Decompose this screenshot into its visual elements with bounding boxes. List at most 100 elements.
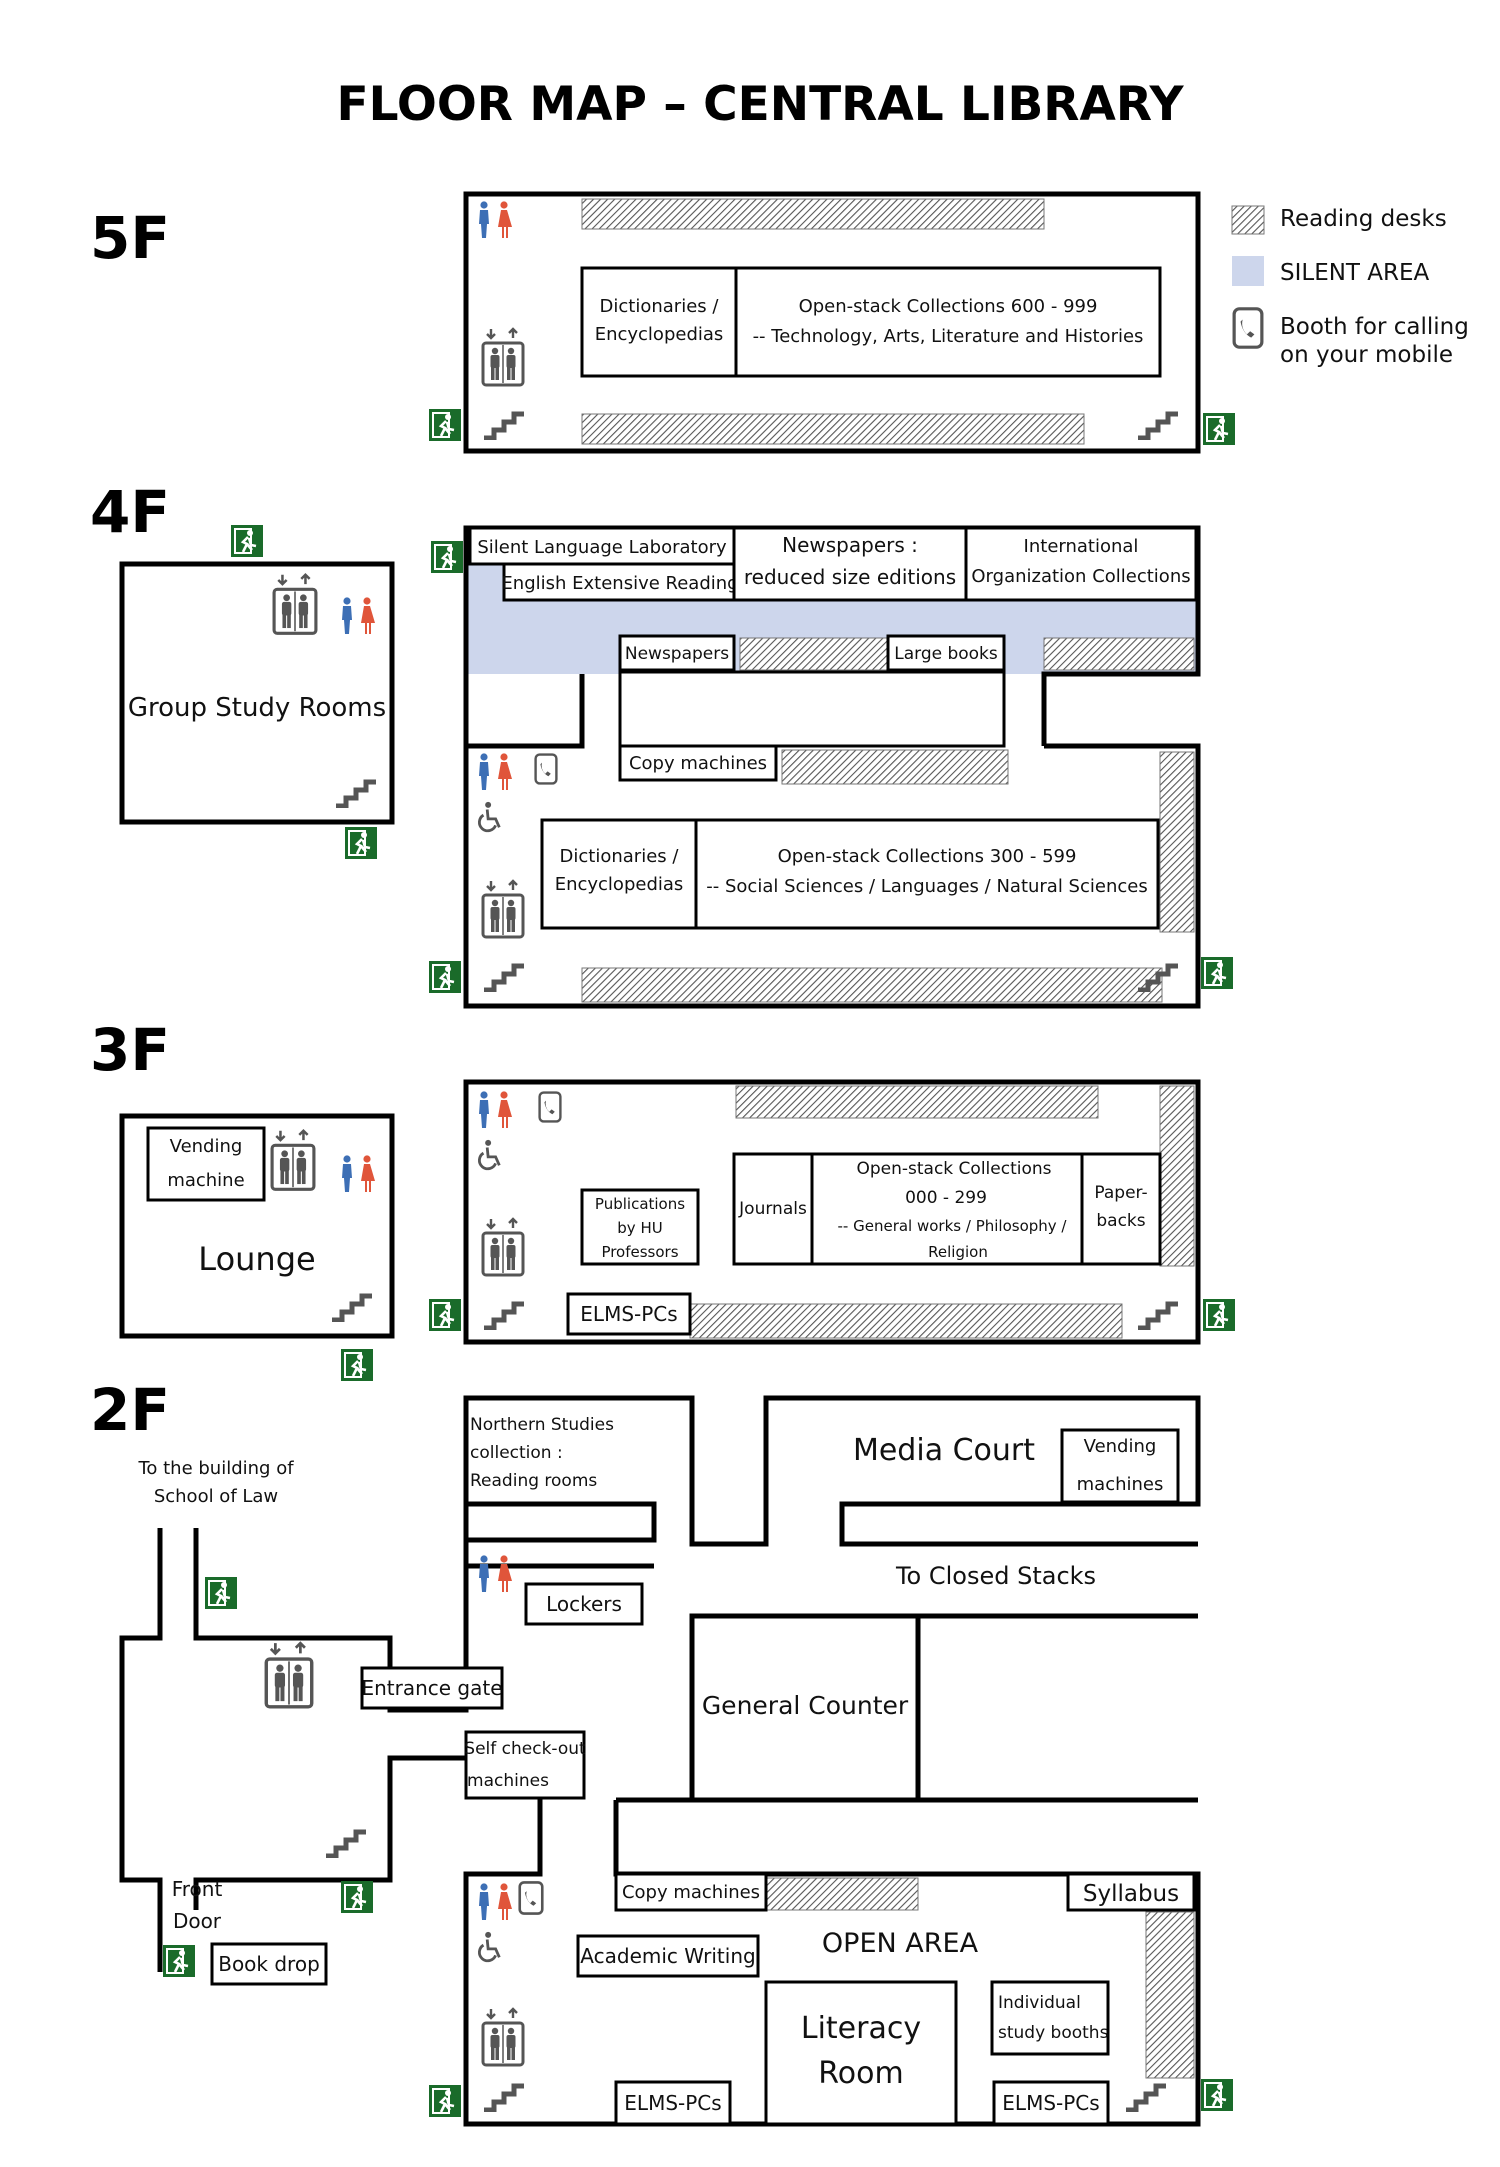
lockers: Lockers — [524, 1582, 644, 1626]
emergency-exit-icon — [430, 540, 464, 574]
room-label: 000 - 299 — [905, 1188, 987, 1208]
room-label: Self check-out — [464, 1739, 586, 1759]
emergency-exit-icon — [428, 1298, 462, 1332]
elevator-icon — [481, 327, 525, 387]
restroom-icon — [479, 1883, 512, 1920]
elevator-icon — [272, 573, 318, 635]
room-label: Open-stack Collections 300 - 599 — [778, 846, 1077, 867]
legend-reading-desks-label: Reading desks — [1280, 206, 1447, 232]
group-study-building — [119, 561, 395, 825]
emergency-exit-icon — [1202, 1298, 1236, 1332]
floor-label-4f: 4F — [90, 478, 170, 546]
open-area-label: OPEN AREA — [822, 1928, 979, 1959]
room-label: Open-stack Collections 600 - 999 — [799, 296, 1098, 317]
phone-booth-icon — [538, 1091, 562, 1123]
legend-silent-area-swatch — [1232, 256, 1264, 286]
floor-3f: 3F Vending machine Lounge Publications b… — [90, 1016, 1236, 1382]
legend-silent-area-label: SILENT AREA — [1280, 260, 1430, 286]
label-copy-machines: Copy machines — [618, 744, 778, 782]
room-label: Encyclopedias — [555, 874, 684, 895]
emergency-exit-icon — [162, 1944, 196, 1978]
emergency-exit-icon — [340, 1348, 374, 1382]
room-label: Vending — [1084, 1436, 1157, 1457]
elms-pcs-2f-left: ELMS-PCs — [614, 2080, 732, 2126]
restroom-icon — [479, 1555, 512, 1592]
room-lounge-label: Lounge — [198, 1240, 315, 1278]
floor-label-2f: 2F — [90, 1376, 170, 1444]
room-label: Professors — [601, 1243, 678, 1261]
room-label: machines — [467, 1771, 549, 1791]
general-counter-wall — [616, 1616, 1198, 1803]
reading-desks — [1145, 1911, 1195, 2079]
northern-studies-label-2: collection : — [470, 1443, 563, 1463]
reading-desks — [739, 637, 889, 671]
stairs-icon — [336, 782, 376, 806]
wheelchair-icon — [477, 800, 501, 833]
general-counter-label: General Counter — [702, 1691, 909, 1720]
emergency-exit-icon — [230, 524, 264, 558]
floor-4f-corridor-wall — [579, 674, 1047, 746]
floor-2f: 2F To the building of School of Law Nort… — [90, 1376, 1234, 2127]
room-english-extensive-reading: English Extensive Reading — [501, 562, 739, 602]
northern-studies-label-3: Reading rooms — [470, 1471, 597, 1491]
room-label: Newspapers : — [782, 533, 918, 557]
emergency-exit-icon — [204, 1576, 238, 1610]
front-door-label-2: Door — [173, 1909, 222, 1933]
emergency-exit-icon — [428, 2084, 462, 2118]
restroom-icon — [342, 1155, 375, 1192]
room-silent-language-lab: Silent Language Laboratory — [468, 526, 736, 566]
room-international-organization: International Organization Collections — [964, 526, 1198, 602]
room-label: machines — [1077, 1474, 1164, 1495]
room-label: Lockers — [546, 1592, 622, 1616]
room-label: Dictionaries / — [600, 296, 720, 317]
reading-desks — [581, 413, 1085, 445]
legend-phone-booth-icon — [1232, 307, 1264, 349]
copy-machines-2f: Copy machines — [614, 1872, 768, 1912]
lounge-building — [119, 1113, 395, 1339]
room-label: Entrance gate — [361, 1676, 502, 1700]
room-label: Book drop — [218, 1952, 320, 1976]
reading-desks — [581, 198, 1045, 230]
legend-reading-desks-swatch — [1231, 205, 1265, 235]
room-label: Encyclopedias — [595, 324, 724, 345]
self-checkout-machines: Self check-out machines — [464, 1730, 586, 1800]
room-label: backs — [1096, 1211, 1145, 1231]
stairs-icon — [484, 2086, 524, 2110]
emergency-exit-icon — [1200, 2078, 1234, 2112]
floor-3f-outline — [463, 1079, 1201, 1345]
floor-label-5f: 5F — [90, 204, 170, 272]
reading-desks — [1159, 1085, 1195, 1267]
book-drop: Book drop — [210, 1942, 328, 1986]
stairs-icon — [326, 1832, 366, 1856]
room-label: ELMS-PCs — [624, 2091, 721, 2115]
room-open-stack-300-599: Open-stack Collections 300 - 599 -- Soci… — [694, 818, 1160, 930]
front-door-label-1: Front — [172, 1877, 223, 1901]
wheelchair-icon — [477, 1138, 501, 1171]
northern-studies-room-wall — [463, 1395, 1201, 1566]
floor-4f: 4F Group Study Rooms Silent Language Lab… — [90, 478, 1234, 1009]
room-label: Silent Language Laboratory — [477, 537, 727, 558]
legend-booth-label-2: on your mobile — [1280, 342, 1453, 368]
room-label: Religion — [928, 1243, 988, 1261]
room-publications-hu: Publications by HU Professors — [580, 1188, 700, 1266]
room-label: Vending — [170, 1136, 243, 1157]
media-court-label: Media Court — [853, 1433, 1035, 1468]
floor-label-3f: 3F — [90, 1016, 170, 1084]
northern-studies-inner — [470, 1402, 688, 1502]
room-label: machine — [167, 1170, 244, 1191]
room-group-study-label: Group Study Rooms — [128, 693, 386, 723]
general-counter-wall — [689, 1613, 1198, 1800]
emergency-exit-icon — [340, 1880, 374, 1914]
restroom-icon — [479, 753, 512, 790]
room-label: Academic Writing — [580, 1944, 755, 1968]
restroom-icon — [479, 1091, 512, 1128]
room-label: ELMS-PCs — [580, 1302, 677, 1326]
room-label: Publications — [595, 1195, 685, 1213]
room-label: Syllabus — [1083, 1881, 1179, 1907]
room-label: English Extensive Reading — [501, 573, 738, 594]
to-closed-stacks-label: To Closed Stacks — [895, 1562, 1096, 1590]
room-label: International — [1024, 536, 1139, 557]
room-label: Dictionaries / — [560, 846, 680, 867]
emergency-exit-icon — [1200, 956, 1234, 990]
room-label: Newspapers — [625, 644, 729, 664]
